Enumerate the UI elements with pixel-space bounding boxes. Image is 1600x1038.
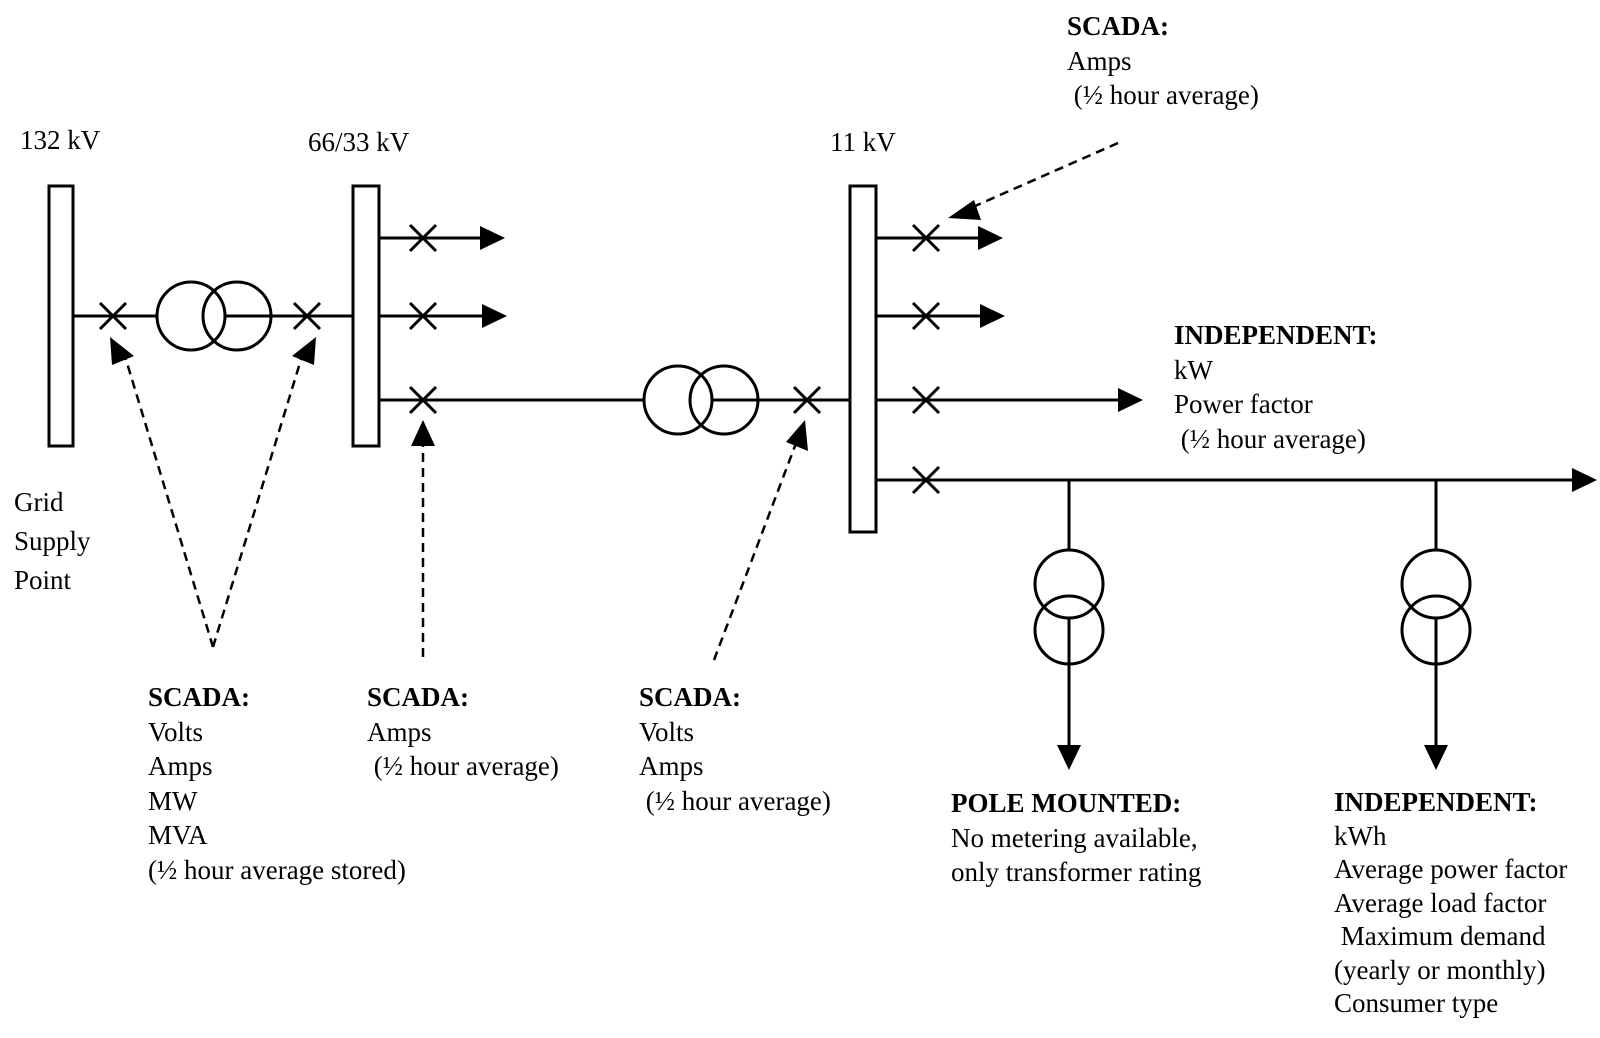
note-independent-consumer: INDEPENDENT: kWh Average power factor Av… [1334, 786, 1567, 1021]
note-line: (½ hour average) [639, 785, 831, 816]
pointer-head-left-a [110, 337, 134, 365]
pointer-head-right [786, 420, 808, 451]
gsp-line: Point [14, 565, 72, 595]
arrowhead-11kv-4 [1572, 468, 1597, 492]
gsp-line: Supply [14, 526, 91, 556]
note-heading: POLE MOUNTED: [951, 788, 1182, 818]
arrowhead-11kv-2 [980, 304, 1005, 328]
pointer-scada-right [712, 437, 800, 661]
note-line: (yearly or monthly) [1334, 954, 1546, 985]
note-line: Power factor [1174, 389, 1313, 419]
busbar-11kv [848, 184, 878, 534]
breaker-11kv-4 [911, 465, 941, 495]
transformer-primary-secondary [688, 364, 760, 436]
arrowhead-independent [1424, 745, 1448, 770]
transformer-independent-secondary [1400, 594, 1472, 666]
note-line: Volts [148, 716, 204, 747]
note-line: (½ hour average stored) [148, 854, 406, 885]
note-scada-gsp: SCADA: Volts Amps MW MVA (½ hour average… [148, 680, 406, 887]
note-heading: SCADA: [148, 682, 251, 712]
arrowhead-11kv-1 [978, 226, 1003, 250]
arrowhead-66kv-1 [480, 226, 505, 250]
note-line: Amps [148, 751, 213, 781]
transformer-gsp-secondary [201, 280, 273, 352]
pointer-scada-top [965, 141, 1119, 212]
note-line: Maximum demand [1334, 921, 1546, 951]
pointer-head-left-b [292, 337, 316, 365]
note-line: Volts [639, 716, 695, 747]
note-line: (½ hour average) [1174, 423, 1366, 454]
note-line: kW [1174, 354, 1213, 385]
breaker-66kv-3 [408, 385, 438, 415]
note-line: Average load factor [1334, 887, 1547, 918]
note-line: Amps [367, 716, 432, 747]
note-heading: SCADA: [1067, 11, 1170, 41]
note-line: (½ hour average) [1067, 80, 1259, 110]
note-heading: INDEPENDENT: [1174, 320, 1378, 350]
note-line: Amps [639, 751, 704, 781]
note-independent-feeder: INDEPENDENT: kW Power factor (½ hour ave… [1174, 318, 1378, 456]
breaker-11kv-3 [911, 385, 941, 415]
note-line: No metering available, [951, 822, 1198, 853]
breaker-11kv-1 [911, 223, 941, 253]
breaker-11kv-2 [911, 301, 941, 331]
note-line: Amps [1067, 45, 1132, 76]
bus-label-132kv: 132 kV [20, 125, 101, 155]
note-scada-primary: SCADA: Volts Amps (½ hour average) [639, 680, 831, 818]
note-line: Average power factor [1334, 854, 1568, 884]
pointer-scada-left-a [122, 352, 215, 648]
gsp-line: Grid [14, 487, 64, 517]
busbar-66-33kv [351, 184, 381, 448]
note-scada-top: SCADA: Amps (½ hour average) [1067, 9, 1259, 113]
note-heading: SCADA: [367, 682, 470, 712]
pointer-scada-left-b [211, 352, 305, 648]
breaker-11kv-incomer [792, 385, 822, 415]
arrowhead-11kv-3 [1118, 388, 1143, 412]
grid-supply-point-label: Grid Supply Point [14, 483, 91, 600]
note-heading: INDEPENDENT: [1334, 787, 1538, 817]
transformer-pole-secondary [1033, 594, 1105, 666]
breaker-66kv-2 [408, 301, 438, 331]
note-line: only transformer rating [951, 857, 1202, 887]
note-line: Consumer type [1334, 988, 1499, 1018]
breaker-gsp-hv [98, 301, 128, 331]
pointer-head-top [948, 200, 981, 220]
note-pole-mounted: POLE MOUNTED: No metering available, onl… [951, 786, 1201, 890]
arrowhead-pole-mounted [1057, 745, 1081, 770]
busbar-132kv [47, 184, 75, 448]
bus-label-11kv: 11 kV [830, 127, 896, 157]
breaker-gsp-lv [292, 301, 322, 331]
breaker-66kv-1 [408, 223, 438, 253]
note-line: MVA [148, 820, 208, 850]
note-line: MW [148, 785, 198, 816]
pointer-head-center [411, 420, 435, 446]
bus-label-66-33kv: 66/33 kV [308, 127, 410, 157]
note-scada-feeder: SCADA: Amps (½ hour average) [367, 680, 559, 784]
note-heading: SCADA: [639, 682, 742, 712]
note-line: (½ hour average) [367, 751, 559, 781]
arrowhead-66kv-2 [482, 304, 507, 328]
note-line: kWh [1334, 820, 1387, 851]
